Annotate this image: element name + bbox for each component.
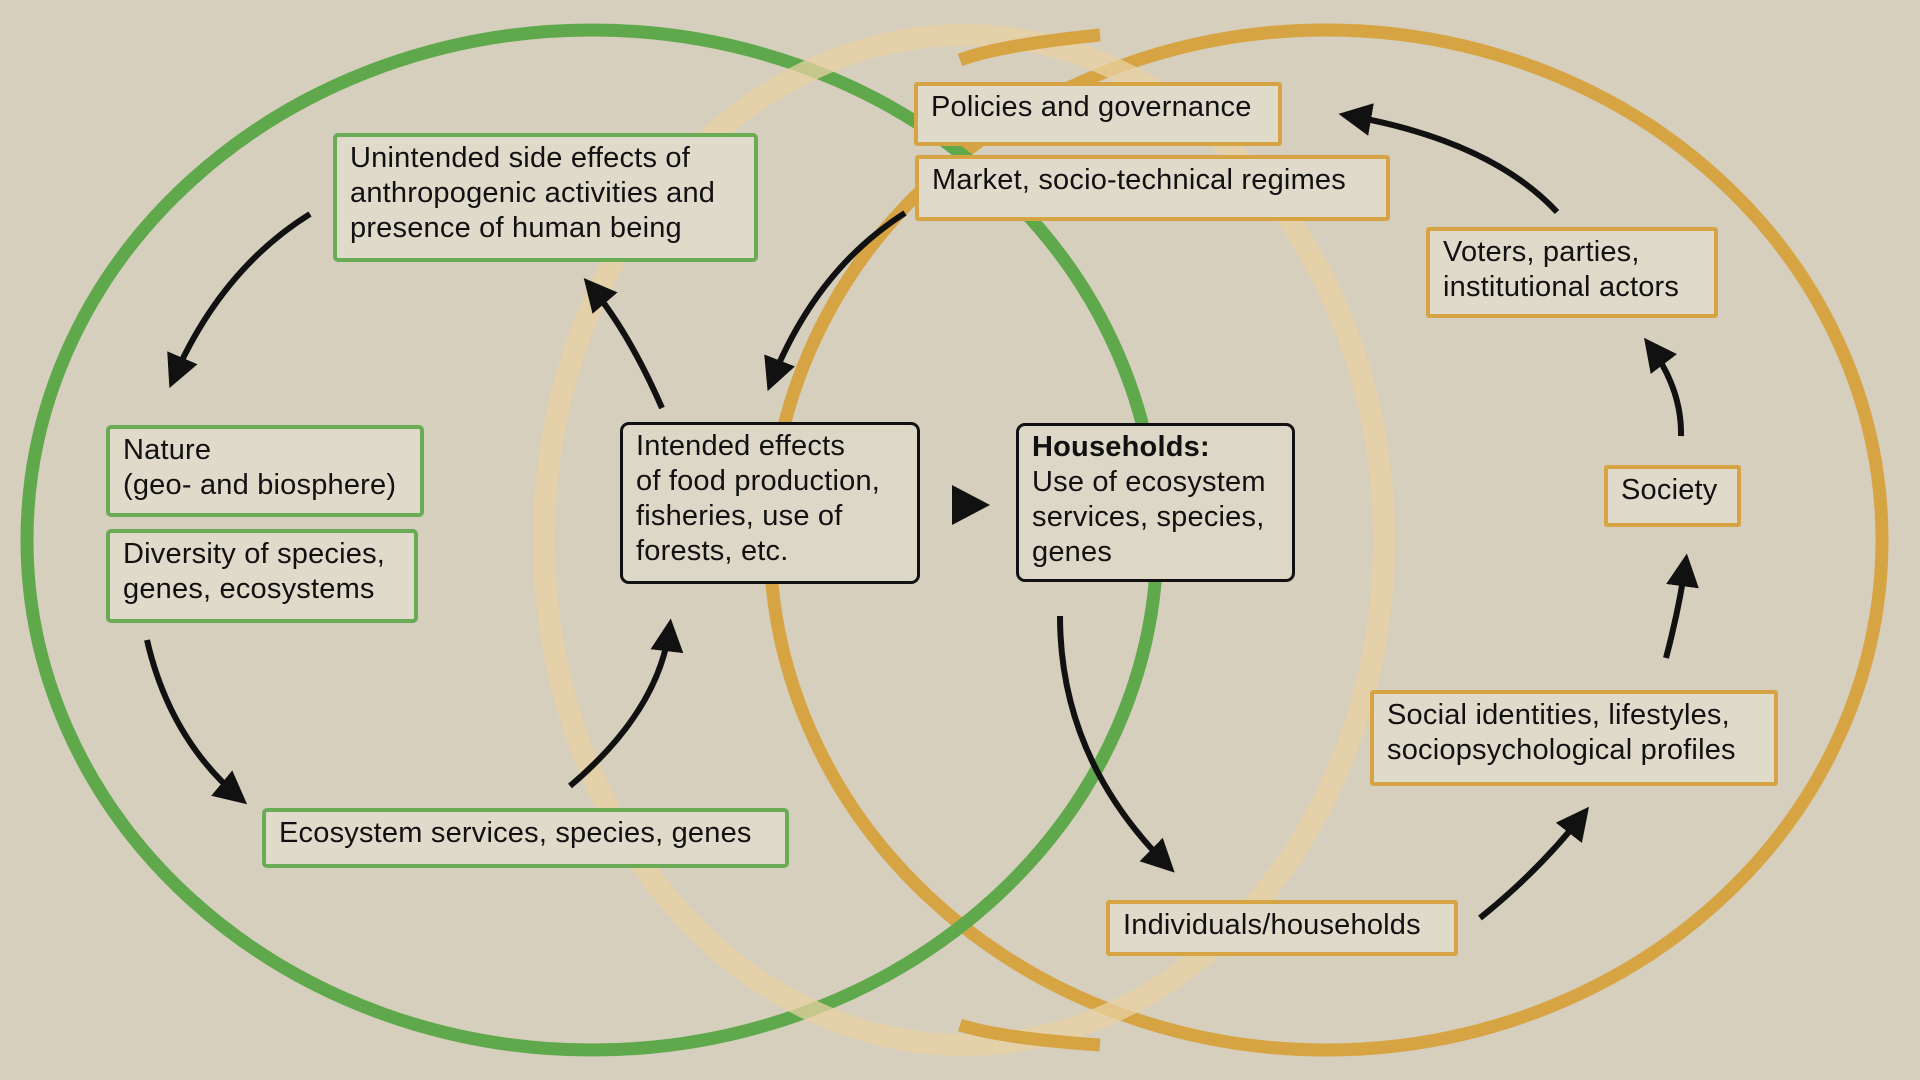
overlap-ring [533,24,1395,1056]
social-identities-line-1: Social identities, lifestyles, [1387,699,1730,731]
policies-label: Policies and governance [931,91,1252,123]
individuals-label: Individuals/households [1123,909,1421,941]
individuals-box: Individuals/households [1106,900,1458,956]
arrow-intended-to-unintended [583,277,665,410]
unintended-effects-box: Unintended side effects of anthropogenic… [333,133,758,262]
intended-line-1: Intended effects [636,430,846,462]
social-identities-box: Social identities, lifestyles, sociopsyc… [1370,690,1778,786]
arrow-households-to-individuals [1057,615,1175,873]
diversity-box: Diversity of species, genes, ecosystems [106,529,418,623]
intended-line-3: fisheries, use of [636,500,843,532]
ecosystem-services-label: Ecosystem services, species, genes [279,817,752,849]
market-label: Market, socio-technical regimes [932,164,1346,196]
nature-line-2: (geo- and biosphere) [123,469,397,501]
voters-box: Voters, parties, institutional actors [1426,227,1718,318]
society-ring-arc-bottom [957,1018,1101,1052]
households-line-3: genes [1032,536,1113,568]
unintended-line-3: presence of human being [350,212,682,244]
diversity-line-1: Diversity of species, [123,538,386,570]
households-line-2: services, species, [1032,501,1265,533]
arrow-society-to-voters [1644,337,1685,437]
society-ring-arc-top [957,28,1101,67]
play-triangle-icon [952,485,990,525]
arrow-diversity-to-ecosystem [144,639,248,805]
households-box: Households: Use of ecosystem services, s… [1016,423,1295,582]
arrow-market-to-intended [764,210,907,392]
arrow-voters-to-policies [1338,103,1560,215]
voters-line-2: institutional actors [1443,271,1680,303]
intended-line-4: forests, etc. [636,535,789,567]
arrow-unintended-to-nature [167,211,312,389]
diversity-line-2: genes, ecosystems [123,573,375,605]
intended-effects-box: Intended effects of food production, fis… [620,422,920,584]
arrow-social-to-society [1663,553,1699,659]
voters-line-1: Voters, parties, [1443,236,1640,268]
unintended-line-1: Unintended side effects of [350,142,691,174]
arrow-individuals-to-social [1478,806,1590,921]
nature-line-1: Nature [123,434,212,466]
intended-line-2: of food production, [636,465,881,497]
social-identities-line-2: sociopsychological profiles [1387,734,1736,766]
society-box: Society [1604,465,1741,527]
unintended-line-2: anthropogenic activities and [350,177,716,209]
arrow-ecosystem-to-intended [568,618,684,789]
ecosystem-services-box: Ecosystem services, species, genes [262,808,789,868]
households-line-1: Use of ecosystem [1032,466,1266,498]
policies-box: Policies and governance [914,82,1282,146]
market-box: Market, socio-technical regimes [915,155,1390,221]
households-title: Households: [1032,431,1210,463]
society-label: Society [1621,474,1718,506]
nature-box: Nature (geo- and biosphere) [106,425,424,517]
